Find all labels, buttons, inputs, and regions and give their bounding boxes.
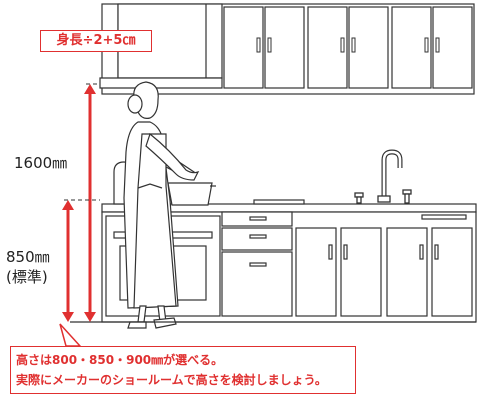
- upper-height-label: 1600㎜: [14, 154, 68, 172]
- height-formula-label: 身長÷2+5㎝: [40, 30, 152, 52]
- faucet: [354, 149, 412, 204]
- note-line-2: 実際にメーカーのショールームで高さを検討しましょう。: [16, 373, 327, 387]
- note-line-1: 高さは800・850・900㎜が選べる。: [16, 353, 224, 367]
- counter-standard-label: (標準): [6, 268, 48, 286]
- counter-height-label: 850㎜: [6, 248, 50, 266]
- upper-cabinets: [101, 3, 475, 95]
- drawers: [221, 211, 293, 317]
- selection-note: 高さは800・850・900㎜が選べる。 実際にメーカーのショールームで高さを検…: [10, 346, 356, 394]
- note-pointer: [59, 323, 82, 347]
- lower-doors: [295, 214, 473, 317]
- woman-figure: [113, 81, 216, 329]
- upper-height-arrow: [84, 84, 96, 322]
- counter-height-arrow: [62, 200, 74, 322]
- dimension-guides: [64, 83, 100, 201]
- range-hood: [99, 77, 223, 89]
- upper-cabinet-handles: [256, 37, 440, 53]
